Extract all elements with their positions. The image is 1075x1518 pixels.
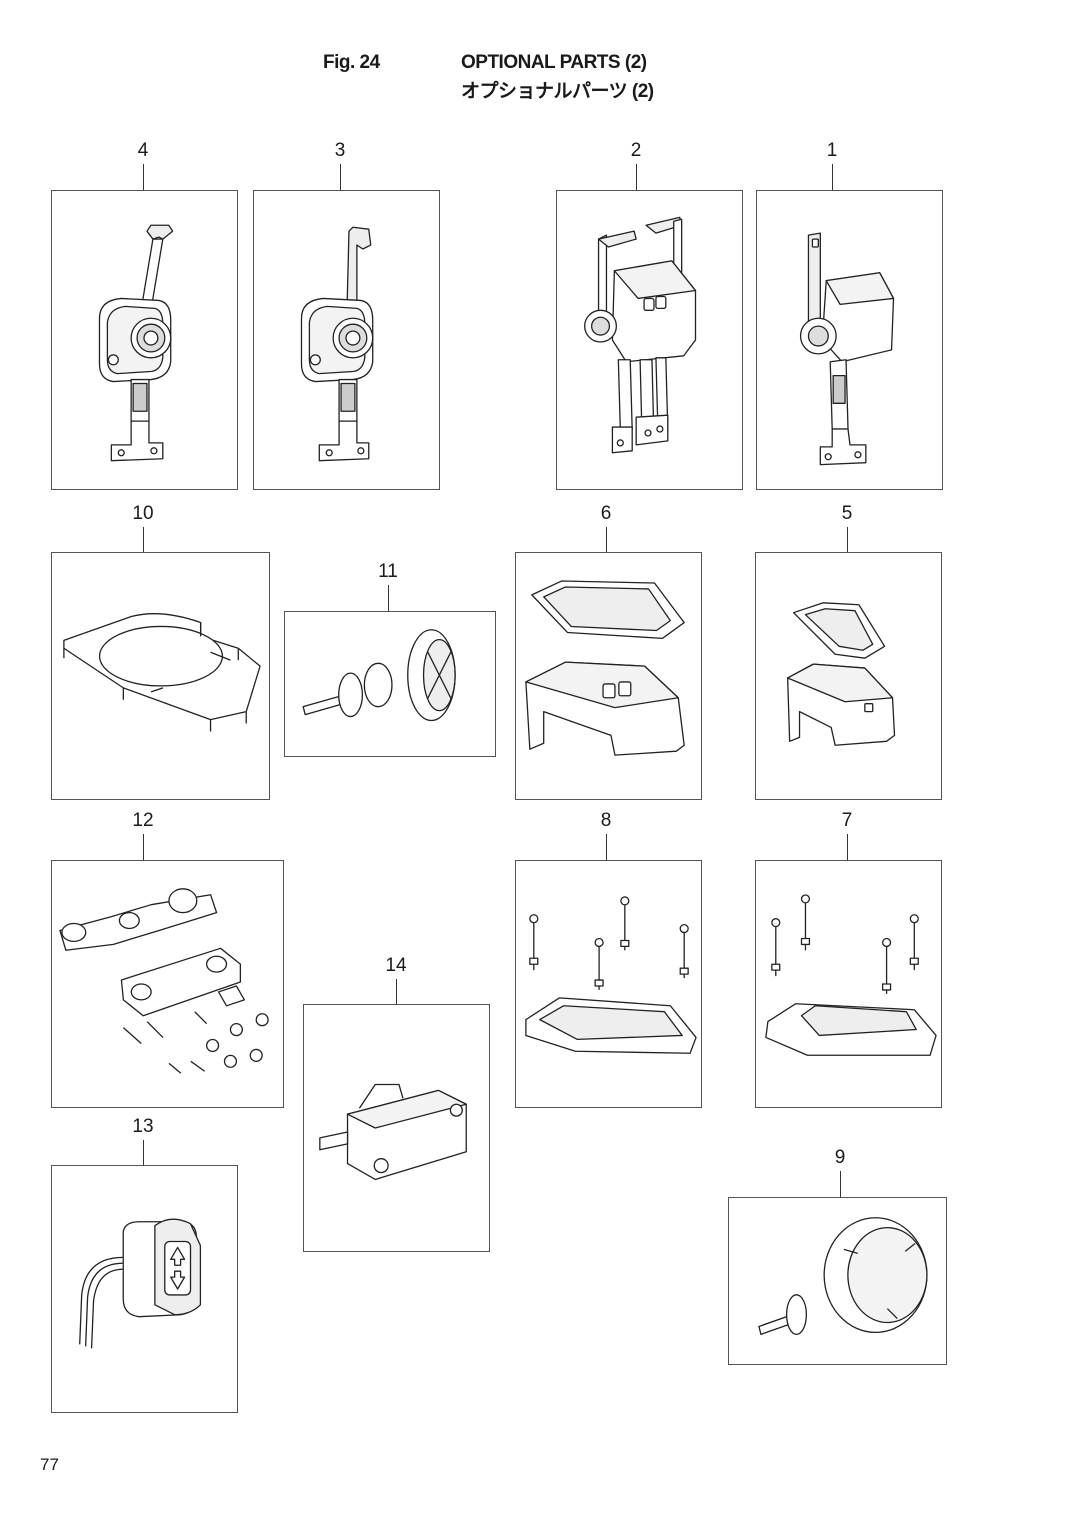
leader-line [847, 834, 848, 860]
leader-line [143, 1140, 144, 1165]
part-box-8[interactable] [515, 860, 702, 1108]
leader-line [143, 834, 144, 860]
part-box-7[interactable] [755, 860, 942, 1108]
part-number-5: 5 [841, 503, 853, 524]
part-number-1: 1 [826, 140, 838, 161]
part-box-5[interactable] [755, 552, 942, 800]
mounting-base-and-bolts-illustration [516, 861, 701, 1107]
part-number-10: 10 [132, 503, 154, 524]
part-number-7: 7 [841, 810, 853, 831]
remote-control-side-mount-illustration [52, 191, 237, 489]
page-number: 77 [40, 1455, 59, 1474]
figure-label: Fig. 24 [323, 52, 380, 73]
part-number-13: 13 [132, 1116, 154, 1137]
cap-and-knob-ring-illustration [729, 1198, 946, 1364]
part-number-6: 6 [600, 503, 612, 524]
single-housing-and-trim-plate-illustration [756, 553, 941, 799]
part-number-11: 11 [378, 561, 398, 582]
part-box-14[interactable] [303, 1004, 490, 1252]
leader-line [606, 834, 607, 860]
page-title-japanese: オプショナルパーツ (2) [461, 81, 654, 102]
mounting-base-and-bolts-illustration [756, 861, 941, 1107]
trim-switch-illustration [52, 1166, 237, 1412]
part-box-10[interactable] [51, 552, 270, 800]
knob-and-cap-illustration [285, 612, 495, 756]
leader-line [340, 164, 341, 190]
part-box-11[interactable] [284, 611, 496, 757]
single-lever-remote-control-illustration [757, 191, 942, 489]
leader-line [143, 527, 144, 552]
page-title: OPTIONAL PARTS (2) [461, 52, 647, 73]
leader-line [847, 527, 848, 552]
leader-line [840, 1171, 841, 1197]
part-number-9: 9 [834, 1147, 846, 1168]
part-number-12: 12 [132, 810, 154, 831]
part-number-14: 14 [385, 955, 407, 976]
remote-control-side-mount-illustration [254, 191, 439, 489]
part-box-9[interactable] [728, 1197, 947, 1365]
part-number-2: 2 [630, 140, 642, 161]
cover-plate-illustration [52, 553, 269, 732]
leader-line [388, 585, 389, 611]
leader-line [396, 979, 397, 1004]
part-box-3[interactable] [253, 190, 440, 490]
leader-line [636, 164, 637, 190]
part-number-4: 4 [137, 140, 149, 161]
part-box-2[interactable] [556, 190, 743, 490]
part-box-12[interactable] [51, 860, 284, 1108]
micro-switch-illustration [304, 1005, 489, 1251]
part-box-1[interactable] [756, 190, 943, 490]
leader-line [606, 527, 607, 552]
leader-line [143, 164, 144, 190]
part-number-3: 3 [334, 140, 346, 161]
dual-housing-and-trim-plate-illustration [516, 553, 701, 799]
cable-bracket-kit-illustration [52, 861, 283, 1107]
dual-lever-remote-control-illustration [557, 191, 742, 489]
part-number-8: 8 [600, 810, 612, 831]
leader-line [832, 164, 833, 190]
part-box-13[interactable] [51, 1165, 238, 1413]
part-box-4[interactable] [51, 190, 238, 490]
part-box-6[interactable] [515, 552, 702, 800]
